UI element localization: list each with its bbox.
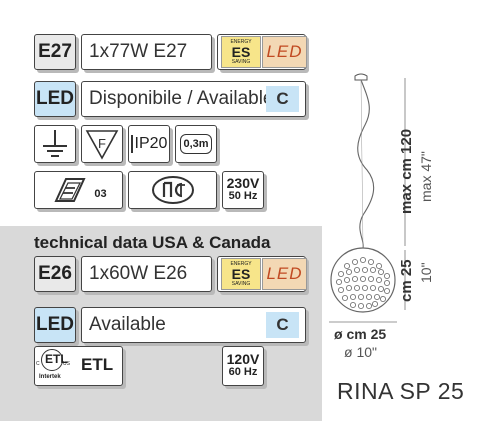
energy-saving-icon: ENERGY ES SAVING (221, 36, 261, 68)
pct-mark-box (128, 171, 217, 209)
led-icon: LED (262, 258, 307, 290)
bulb-spec: 1x77W E27 (81, 34, 212, 70)
ground-symbol-box (34, 125, 76, 163)
usa-bulb-spec: 1x60W E26 (81, 256, 212, 292)
usa-availability: Available C (81, 307, 306, 343)
usa-socket-code: E26 (34, 256, 76, 292)
etl-box: ETL C US Intertek ETL (34, 346, 123, 386)
height-imperial: max 47" (418, 151, 434, 202)
usa-energy-class-badge: C (266, 312, 299, 338)
voltage-us: 120V 60 Hz (222, 346, 264, 386)
socket-code: E27 (34, 34, 76, 70)
energy-labels: ENERGY ES SAVING LED (217, 34, 307, 70)
f-mark-icon: F (85, 130, 119, 160)
f-mark-box: F (81, 125, 123, 163)
etl-circle-icon: ETL (41, 349, 68, 371)
voltage-eu: 230V 50 Hz (222, 171, 264, 209)
usa-title: technical data USA & Canada (34, 233, 271, 252)
model-name: RINA SP 25 (337, 378, 465, 404)
diameter-height-metric: cm 25 (398, 259, 415, 302)
pct-cert-icon (151, 176, 194, 204)
energy-class-badge: C (266, 86, 299, 112)
light-type: LED (34, 81, 76, 117)
approval-mark-box: 03 (34, 171, 123, 209)
enec-mark-icon (54, 178, 86, 202)
width-imperial: ø 10" (344, 344, 377, 360)
lamp-drawing (329, 73, 406, 323)
usa-energy-labels: ENERGY ES SAVING LED (217, 256, 307, 292)
ip-rating: IP20 (128, 125, 170, 163)
availability: Disponibile / Available C (81, 81, 306, 117)
height-metric: max cm 120 (398, 128, 415, 214)
svg-text:F: F (98, 136, 106, 151)
distance-rating: 0,3m (175, 125, 217, 163)
ground-icon (43, 130, 67, 157)
diameter-height-imperial: 10" (418, 262, 434, 283)
usa-light-type: LED (34, 307, 76, 343)
energy-saving-icon: ENERGY ES SAVING (221, 258, 261, 290)
width-metric: ø cm 25 (334, 326, 387, 342)
led-icon: LED (262, 36, 307, 68)
